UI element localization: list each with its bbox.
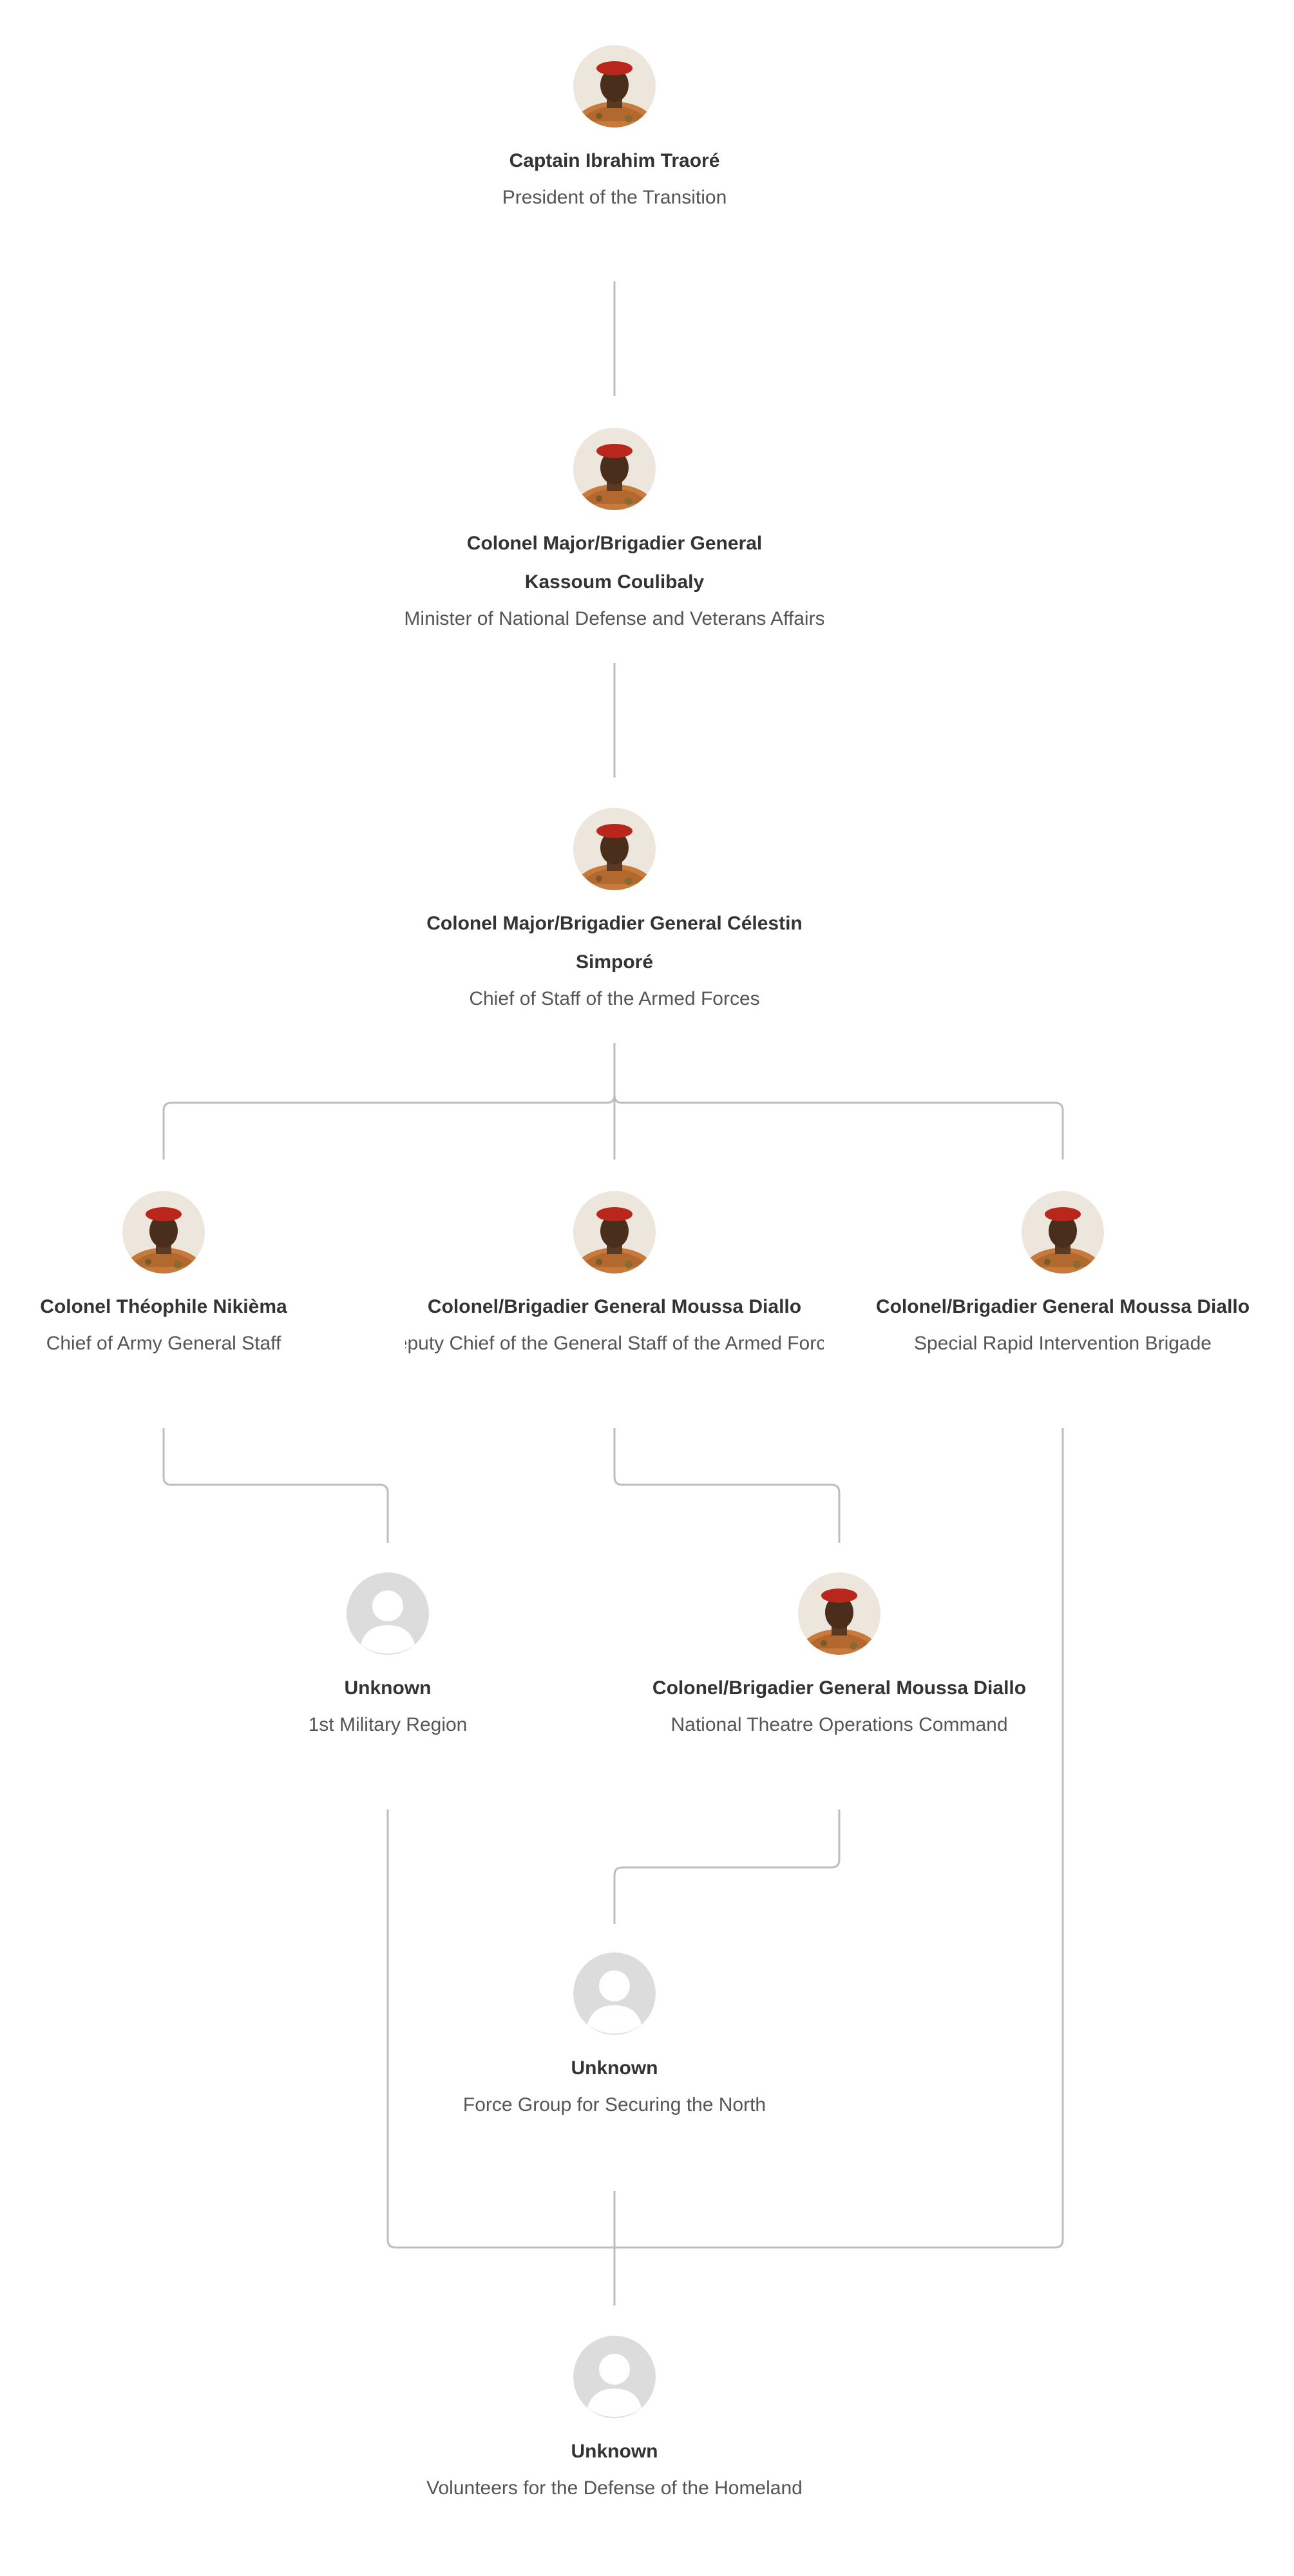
node-title: Force Group for Securing the North [462,2094,766,2115]
avatar [573,808,656,890]
node-name: Colonel Major/Brigadier General Célestin… [426,913,803,973]
org-node[interactable]: Unknown Volunteers for the Defense of th… [405,2336,824,2506]
org-node[interactable]: Colonel/Brigadier General Moussa Diallo … [630,1572,1049,1742]
node-title: National Theatre Operations Command [671,1714,1008,1735]
avatar [573,1191,656,1274]
org-node[interactable]: Colonel Major/Brigadier General Kassoum … [405,428,824,636]
node-title: Deputy Chief of the General Staff of the… [405,1333,824,1354]
placeholder-user-icon [347,1572,429,1655]
node-name: Colonel/Brigadier General Moussa Diallo [652,1677,1027,1699]
placeholder-user-icon [573,2336,656,2418]
node-name: Unknown [571,2441,658,2462]
avatar [122,1191,205,1274]
connector [386,1428,1064,2249]
node-name: Unknown [344,1677,432,1699]
node-title: Special Rapid Intervention Brigade [914,1333,1212,1354]
avatar [798,1572,880,1655]
org-node[interactable]: Unknown Force Group for Securing the Nor… [405,1952,824,2123]
node-name: Colonel Théophile Nikièma [40,1296,287,1317]
connector [613,1809,841,1924]
node-name: Colonel/Brigadier General Moussa Diallo [875,1296,1250,1317]
node-title: Chief of Army General Staff [46,1333,281,1354]
node-name: Unknown [571,2057,658,2079]
placeholder-user-icon [573,1952,656,2035]
node-title: Volunteers for the Defense of the Homela… [426,2477,803,2499]
node-title: President of the Transition [502,187,727,208]
org-node[interactable]: Colonel/Brigadier General Moussa Diallo … [853,1191,1272,1361]
org-node[interactable]: Colonel/Brigadier General Moussa Diallo … [405,1191,824,1361]
connector [613,1428,841,1543]
connector [613,1094,1064,1159]
node-name: Colonel Major/Brigadier General Kassoum … [466,533,763,593]
connector [162,1094,616,1159]
node-title: 1st Military Region [308,1714,468,1735]
org-node[interactable]: Unknown 1st Military Region [178,1572,597,1742]
org-node[interactable]: Colonel Théophile Nikièma Chief of Army … [0,1191,373,1361]
avatar [1022,1191,1104,1274]
org-node[interactable]: Colonel Major/Brigadier General Célestin… [405,808,824,1016]
node-title: Chief of Staff of the Armed Forces [469,988,760,1009]
node-name: Captain Ibrahim Traoré [509,150,720,171]
node-name: Colonel/Brigadier General Moussa Diallo [427,1296,802,1317]
avatar [573,45,656,128]
org-node[interactable]: Captain Ibrahim Traoré President of the … [405,45,824,215]
connector [162,1428,389,1543]
avatar [573,428,656,510]
node-title: Minister of National Defense and Veteran… [405,608,824,629]
